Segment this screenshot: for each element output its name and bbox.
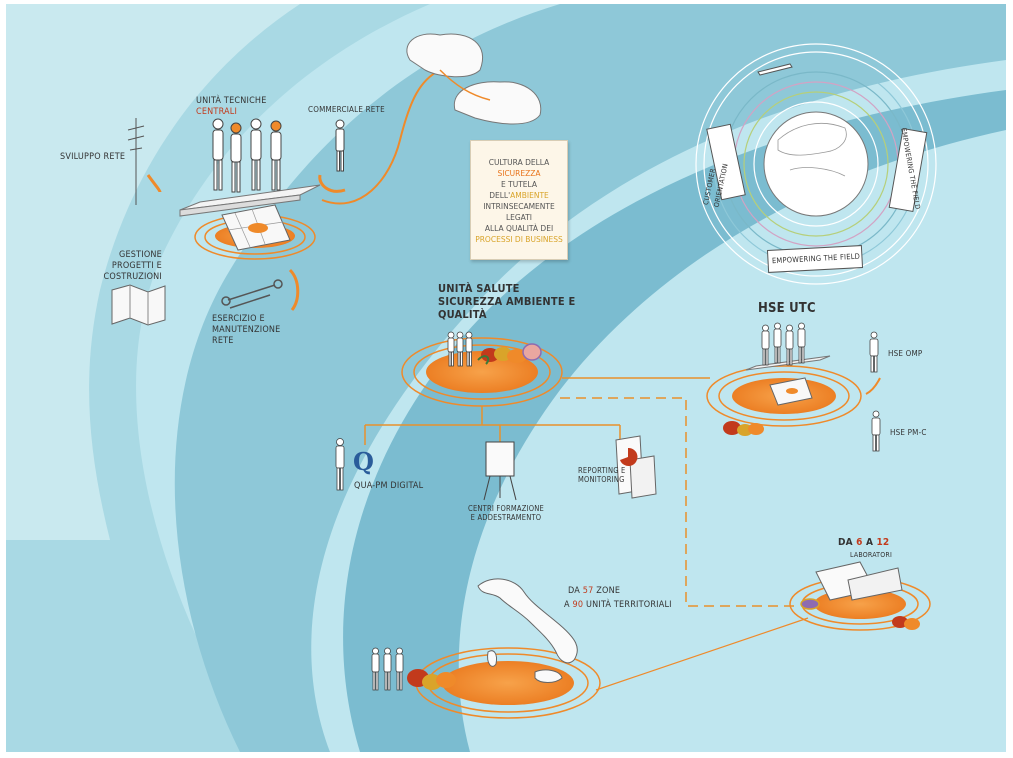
sicily-icon	[534, 669, 563, 683]
wrench-icon	[221, 279, 283, 309]
empowering-right-banner	[888, 127, 928, 213]
orange-swoosh	[146, 174, 162, 193]
connector-rope	[321, 69, 441, 205]
globe-icon	[763, 111, 869, 217]
orange-swoosh	[318, 174, 346, 193]
tower-icon	[127, 118, 145, 205]
label-sviluppo-rete: SVILUPPO RETE	[60, 152, 126, 162]
fruit-cluster-icon	[892, 616, 920, 630]
blueprint-icon	[221, 204, 291, 251]
airplane-icon	[757, 63, 793, 76]
hse-utc-platform	[706, 355, 862, 427]
person-qua-pm	[335, 438, 345, 491]
label-esercizio: ESERCIZIO e MANUTENZIONE RETE	[212, 314, 281, 346]
person-hse-pmc	[871, 410, 881, 452]
label-commerciale-rete: COMMERCIALE RETE	[308, 105, 385, 114]
people-group-central	[212, 118, 282, 193]
org-tree-lines	[364, 377, 800, 607]
people-group-hse-utc	[761, 322, 806, 366]
label-da6a12: DA 6 A 12	[838, 537, 890, 548]
orange-swoosh	[288, 268, 300, 311]
fruit-cluster-icon	[407, 669, 456, 690]
label-hse-utc: HSE UTC	[758, 301, 816, 316]
label-hse-pmc: HSE PM-C	[890, 428, 927, 437]
q-letter-icon: Q	[353, 447, 374, 476]
fruit-cluster-icon	[723, 421, 764, 436]
label-unita-salute: UNITÀ SALUTE SICUREZZA AMBIENTE e QUALIT…	[438, 282, 576, 321]
band-middle	[174, 4, 1006, 752]
label-da57: DA 57 ZONE	[568, 586, 621, 596]
label-centri-formazione: CENTRI FORMAZIONE e ADDESTRAMENTO	[468, 504, 544, 522]
label-hse-omp: HSE OMP	[888, 349, 923, 358]
label-qua-pm: QUA-PM DIGITAL	[354, 481, 424, 491]
culture-note-card: CULTURA DELLA SICUREZZA E TUTELA DELL'AM…	[470, 140, 568, 260]
hands-icon	[406, 33, 542, 125]
flipchart-icon	[483, 441, 517, 501]
folded-map-icon	[111, 284, 166, 326]
customer-orientation-banner	[706, 123, 746, 201]
band-inner	[343, 90, 1007, 752]
label-gestione-progetti: GESTIONE PROGETTI e COSTRUZIONI	[103, 250, 162, 282]
people-group-hseq	[447, 331, 473, 367]
people-group-territory	[371, 647, 404, 691]
hseq-platform	[401, 337, 563, 407]
italy-map-icon	[477, 578, 578, 664]
label-unita-tecniche: UNITÀ TECNICHE CENTRALI	[196, 96, 267, 117]
empowering-bottom-banner	[766, 245, 864, 273]
report-chart-icon	[615, 435, 657, 499]
label-a90: A 90 UNITÀ TERRITORIALI	[564, 600, 672, 610]
label-reporting: REPORTING e MONITORING	[578, 466, 626, 484]
labs-platform	[789, 561, 931, 631]
orange-swoosh	[865, 377, 881, 395]
sardinia-icon	[487, 650, 497, 667]
person-hse-omp	[869, 331, 879, 373]
label-laboratori: LABORATORI	[850, 551, 893, 559]
band-light	[6, 4, 300, 540]
continents	[777, 122, 847, 177]
fruit-cluster-icon	[477, 343, 542, 365]
connector-line	[595, 617, 809, 691]
person-commerciale	[335, 119, 345, 172]
